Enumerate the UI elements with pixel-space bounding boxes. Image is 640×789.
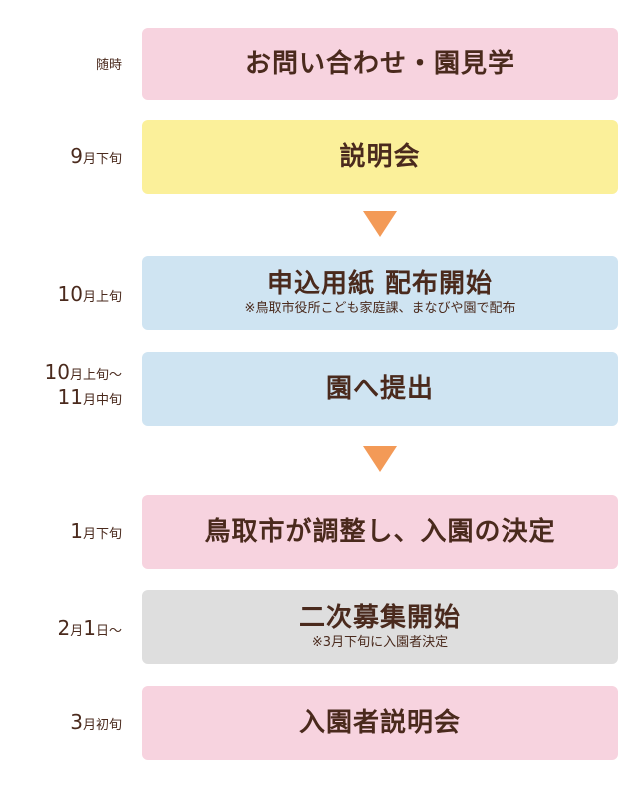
step-title: 二次募集開始 xyxy=(298,602,461,633)
label-number: 1 xyxy=(83,616,96,640)
step-title: 園へ提出 xyxy=(325,373,434,404)
step-label: 1月下旬 xyxy=(70,519,122,544)
step-title: 説明会 xyxy=(339,141,421,172)
step-box: 説明会 xyxy=(142,120,618,194)
step-box: お問い合わせ・園見学 xyxy=(142,28,618,100)
step-briefing: 9月下旬 説明会 xyxy=(0,120,640,194)
label-unit: 月初旬 xyxy=(82,718,122,733)
step-note: ※鳥取市役所こども家庭課、まなびや園で配布 xyxy=(244,301,516,317)
step-submission: 10月上旬～ 11月中旬 園へ提出 xyxy=(0,352,640,426)
label-line-2: 11月中旬 xyxy=(45,385,122,410)
label-unit: 月下旬 xyxy=(82,152,122,167)
step-title: 鳥取市が調整し、入園の決定 xyxy=(204,516,556,547)
step-second-recruitment: 2月1日～ 二次募集開始 ※3月下旬に入園者決定 xyxy=(0,590,640,664)
step-title: お問い合わせ・園見学 xyxy=(244,48,515,79)
label-number: 10 xyxy=(57,282,83,306)
down-arrow-icon xyxy=(363,446,397,472)
label-number: 1 xyxy=(70,519,83,543)
step-box: 入園者説明会 xyxy=(142,686,618,760)
label-unit: 月上旬 xyxy=(82,290,122,305)
step-label: 9月下旬 xyxy=(70,144,122,169)
step-box: 鳥取市が調整し、入園の決定 xyxy=(142,495,618,569)
label-number: 2 xyxy=(57,616,71,640)
label-line-1: 10月上旬～ xyxy=(45,360,122,385)
label-unit: 月下旬 xyxy=(82,527,122,542)
step-inquiry: 随時 お問い合わせ・園見学 xyxy=(0,28,640,100)
step-box: 二次募集開始 ※3月下旬に入園者決定 xyxy=(142,590,618,664)
label-text: 随時 xyxy=(95,58,122,73)
label-number: 9 xyxy=(70,144,83,168)
label-unit: 日～ xyxy=(95,624,122,639)
step-note: ※3月下旬に入園者決定 xyxy=(311,635,449,651)
label-unit: 月 xyxy=(70,624,84,639)
step-box: 園へ提出 xyxy=(142,352,618,426)
step-label: 10月上旬 xyxy=(58,282,122,307)
label-unit: 月中旬 xyxy=(82,393,122,408)
label-number: 10 xyxy=(44,360,70,384)
step-label: 2月1日～ xyxy=(58,616,123,641)
label-number: 3 xyxy=(70,710,83,734)
step-label: 3月初旬 xyxy=(70,710,122,735)
label-number: 11 xyxy=(57,385,83,409)
step-orientation: 3月初旬 入園者説明会 xyxy=(0,686,640,760)
step-label: 10月上旬～ 11月中旬 xyxy=(45,360,122,410)
down-arrow-icon xyxy=(363,211,397,237)
step-label: 随時 xyxy=(96,54,122,74)
step-title: 入園者説明会 xyxy=(298,707,461,738)
label-unit: 月上旬～ xyxy=(69,368,122,383)
step-title: 申込用紙 配布開始 xyxy=(266,268,494,299)
step-decision: 1月下旬 鳥取市が調整し、入園の決定 xyxy=(0,495,640,569)
step-form-distribution: 10月上旬 申込用紙 配布開始 ※鳥取市役所こども家庭課、まなびや園で配布 xyxy=(0,256,640,330)
step-box: 申込用紙 配布開始 ※鳥取市役所こども家庭課、まなびや園で配布 xyxy=(142,256,618,330)
